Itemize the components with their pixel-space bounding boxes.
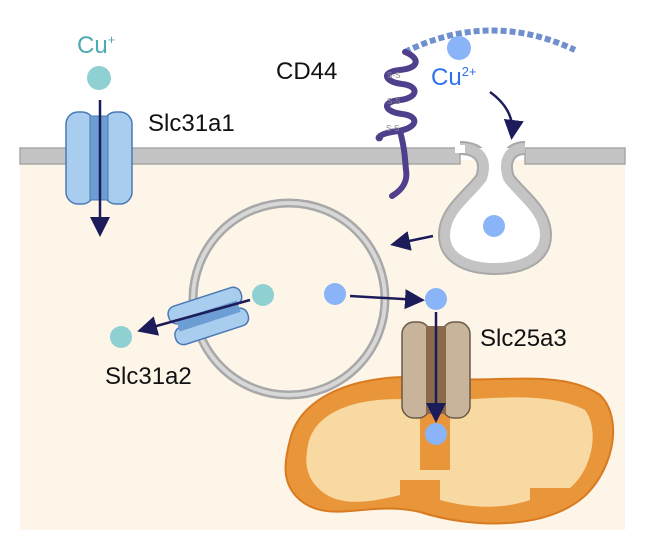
- cu-plus-label: Cu+: [77, 32, 115, 60]
- mitochondrion: [284, 376, 615, 525]
- cu2-ion-extracellular: [447, 36, 471, 60]
- cu2-charge: 2+: [461, 64, 477, 79]
- cu2-ion-vesicle: [324, 283, 346, 305]
- hyaluronan-chain: [403, 27, 577, 55]
- cu2-ion-mitochondria: [425, 423, 447, 445]
- endosome-cu2-ion: [483, 215, 505, 237]
- slc31a2-transporter: [167, 286, 250, 346]
- cu2-text: Cu: [431, 64, 462, 91]
- cd44-protein: [375, 49, 419, 199]
- disulfide-bond-3: S-S: [386, 124, 399, 133]
- cd44-label: CD44: [276, 58, 338, 85]
- cu2-label: Cu2+: [431, 64, 477, 92]
- slc25a3-label: Slc25a3: [480, 325, 567, 352]
- cu-plus-text: Cu: [77, 32, 108, 59]
- disulfide-bond-2: S-S: [387, 97, 400, 106]
- cu-plus-ion-cytosol: [110, 326, 132, 348]
- slc31a1-transporter: [65, 111, 133, 205]
- plasma-membrane: [19, 141, 626, 276]
- cu2-ion-cytosol: [425, 288, 447, 310]
- cu-plus-charge: +: [107, 32, 116, 47]
- disulfide-bond-1: S-S: [387, 71, 400, 80]
- slc31a2-label: Slc31a2: [105, 363, 192, 390]
- vesicle-release-arrow: [349, 289, 425, 310]
- vesicle-trafficking-arrow: [390, 231, 434, 251]
- slc31a2-export-arrow: [137, 298, 251, 336]
- endocytosis-arrow: [489, 90, 524, 140]
- slc31a1-label: Slc31a1: [148, 110, 235, 137]
- cu-plus-ion-vesicle: [252, 284, 274, 306]
- cu-plus-ion-extracellular: [87, 66, 111, 90]
